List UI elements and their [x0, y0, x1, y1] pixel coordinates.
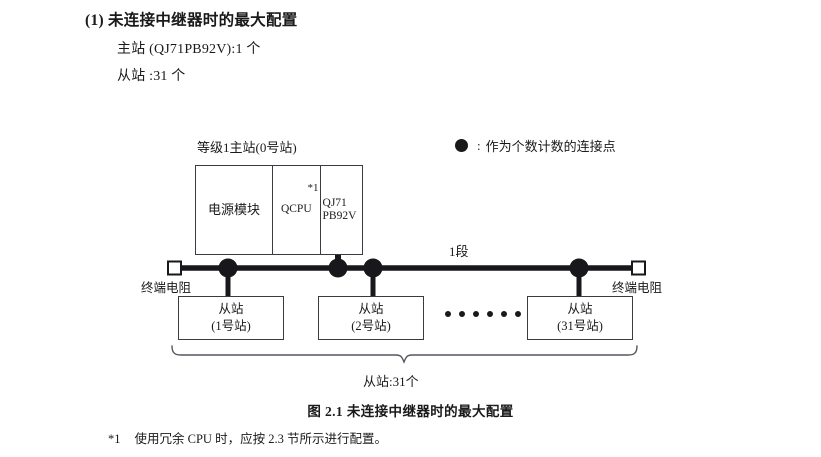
legend-label: 作为个数计数的连接点: [485, 139, 616, 154]
slave-station-31-number: (31号站): [557, 319, 603, 333]
ellipsis-dot: [473, 311, 479, 317]
rack-cell-power-module: 电源模块: [196, 166, 274, 254]
slave-station-31: 从站 (31号站): [527, 296, 633, 340]
slave-station-1-title: 从站: [218, 302, 244, 317]
ellipsis-dot: [487, 311, 493, 317]
slave-station-2-number: (2号站): [351, 319, 391, 333]
slave-group-brace-label: 从站:31个: [363, 374, 419, 389]
terminator-left-label: 终端电阻: [141, 281, 192, 295]
legend-colon: :: [477, 137, 481, 153]
legend: : 作为个数计数的连接点: [455, 136, 616, 155]
slave-station-2: 从站 (2号站): [318, 296, 424, 340]
segment-label: 1段: [449, 244, 469, 259]
terminator-left-icon: [167, 260, 182, 276]
slave-ellipsis-icon: [445, 311, 521, 317]
footnote-mark: *1: [108, 432, 121, 446]
ellipsis-dot: [515, 311, 521, 317]
connection-node-slave-1: [218, 258, 238, 278]
spec-slave-count: 从站 :31 个: [117, 69, 186, 84]
connection-node-slave-31: [569, 258, 589, 278]
slave-station-1: 从站 (1号站): [178, 296, 284, 340]
slave-station-31-title: 从站: [567, 302, 593, 317]
ellipsis-dot: [445, 311, 451, 317]
footnote: *1 使用冗余 CPU 时，应按 2.3 节所示进行配置。: [108, 428, 387, 447]
spec-master-count: 主站 (QJ71PB92V):1 个: [117, 42, 261, 57]
ellipsis-dot: [459, 311, 465, 317]
connection-node-slave-2: [363, 258, 383, 278]
slave-group-brace: [171, 345, 638, 364]
qcpu-footnote-mark: *1: [307, 182, 319, 194]
ellipsis-dot: [501, 311, 507, 317]
power-module-label: 电源模块: [208, 201, 261, 217]
slave-station-1-number: (1号站): [211, 319, 251, 333]
slave-station-2-title: 从站: [358, 302, 384, 317]
section-heading: (1)未连接中继器时的最大配置: [85, 8, 298, 30]
filled-circle-icon: [455, 139, 468, 152]
terminator-right-label: 终端电阻: [612, 281, 663, 295]
rack-cell-qcpu: QCPU *1: [273, 166, 321, 254]
footnote-text: 使用冗余 CPU 时，应按 2.3 节所示进行配置。: [134, 432, 387, 446]
terminator-right-icon: [631, 260, 646, 276]
qcpu-label: QCPU: [280, 203, 312, 216]
figure-caption: 图 2.1 未连接中继器时的最大配置: [307, 404, 514, 419]
connection-node-master: [328, 258, 348, 278]
rack-title: 等级1主站(0号站): [197, 140, 297, 155]
section-title: 未连接中继器时的最大配置: [107, 12, 298, 29]
section-number: (1): [85, 12, 104, 29]
